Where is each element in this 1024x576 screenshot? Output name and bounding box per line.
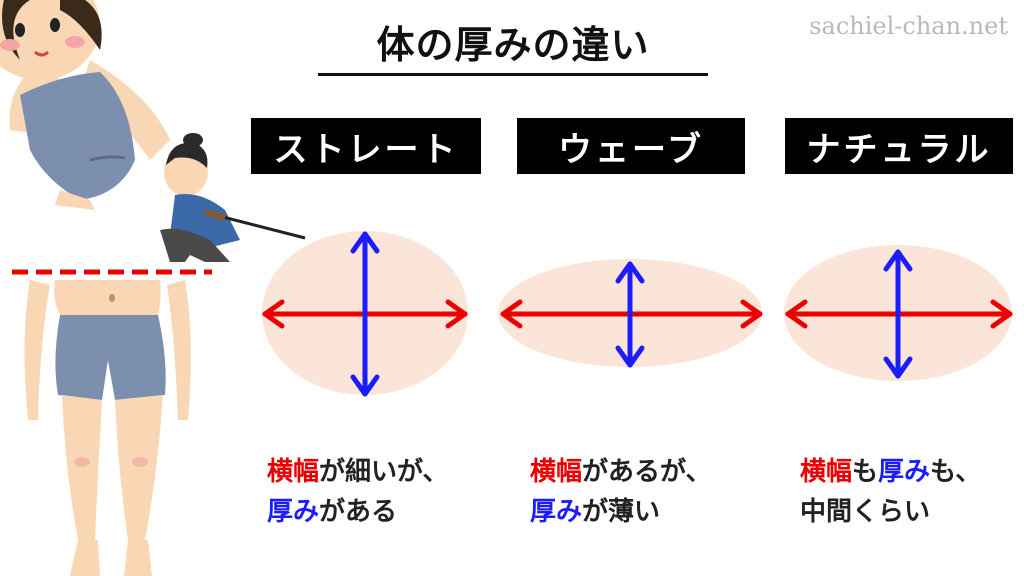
desc-text: がある xyxy=(319,497,398,527)
woman-upper-body-illustration xyxy=(0,0,170,210)
width-term: 横幅 xyxy=(267,457,320,487)
desc-text: があるが、 xyxy=(582,457,712,487)
straight-description: 横幅が細いが、 厚みがある xyxy=(267,452,449,532)
thickness-term: 厚み xyxy=(530,497,583,527)
straight-desc-line2: 厚みがある xyxy=(267,492,449,532)
page-title: 体の厚みの違い xyxy=(318,14,708,76)
natural-desc-line1: 横幅も厚みも、 xyxy=(800,452,981,492)
thickness-term: 厚み xyxy=(878,457,931,487)
desc-text: も xyxy=(852,457,879,487)
natural-thickness-arrow xyxy=(883,249,913,379)
samurai-illustration xyxy=(160,133,306,262)
straight-thickness-arrow xyxy=(350,231,380,397)
wave-desc-line1: 横幅があるが、 xyxy=(530,452,712,492)
site-watermark: sachiel-chan.net xyxy=(809,12,1008,40)
wave-description: 横幅があるが、 厚みが薄い xyxy=(530,452,712,532)
straight-desc-line1: 横幅が細いが、 xyxy=(267,452,449,492)
natural-label: ナチュラル xyxy=(785,118,1013,174)
desc-text: が薄い xyxy=(582,497,661,527)
woman-lower-body-illustration xyxy=(24,280,191,576)
desc-text: も、 xyxy=(930,457,982,487)
wave-thickness-arrow xyxy=(615,261,645,368)
wave-desc-line2: 厚みが薄い xyxy=(530,492,712,532)
thickness-term: 厚み xyxy=(267,497,320,527)
desc-text: が細いが、 xyxy=(319,457,449,487)
width-term: 横幅 xyxy=(530,457,583,487)
wave-label: ウェーブ xyxy=(517,118,745,174)
straight-label: ストレート xyxy=(251,118,481,174)
natural-description: 横幅も厚みも、 中間くらい xyxy=(800,452,981,532)
width-term: 横幅 xyxy=(800,457,853,487)
natural-desc-line2: 中間くらい xyxy=(800,497,931,527)
